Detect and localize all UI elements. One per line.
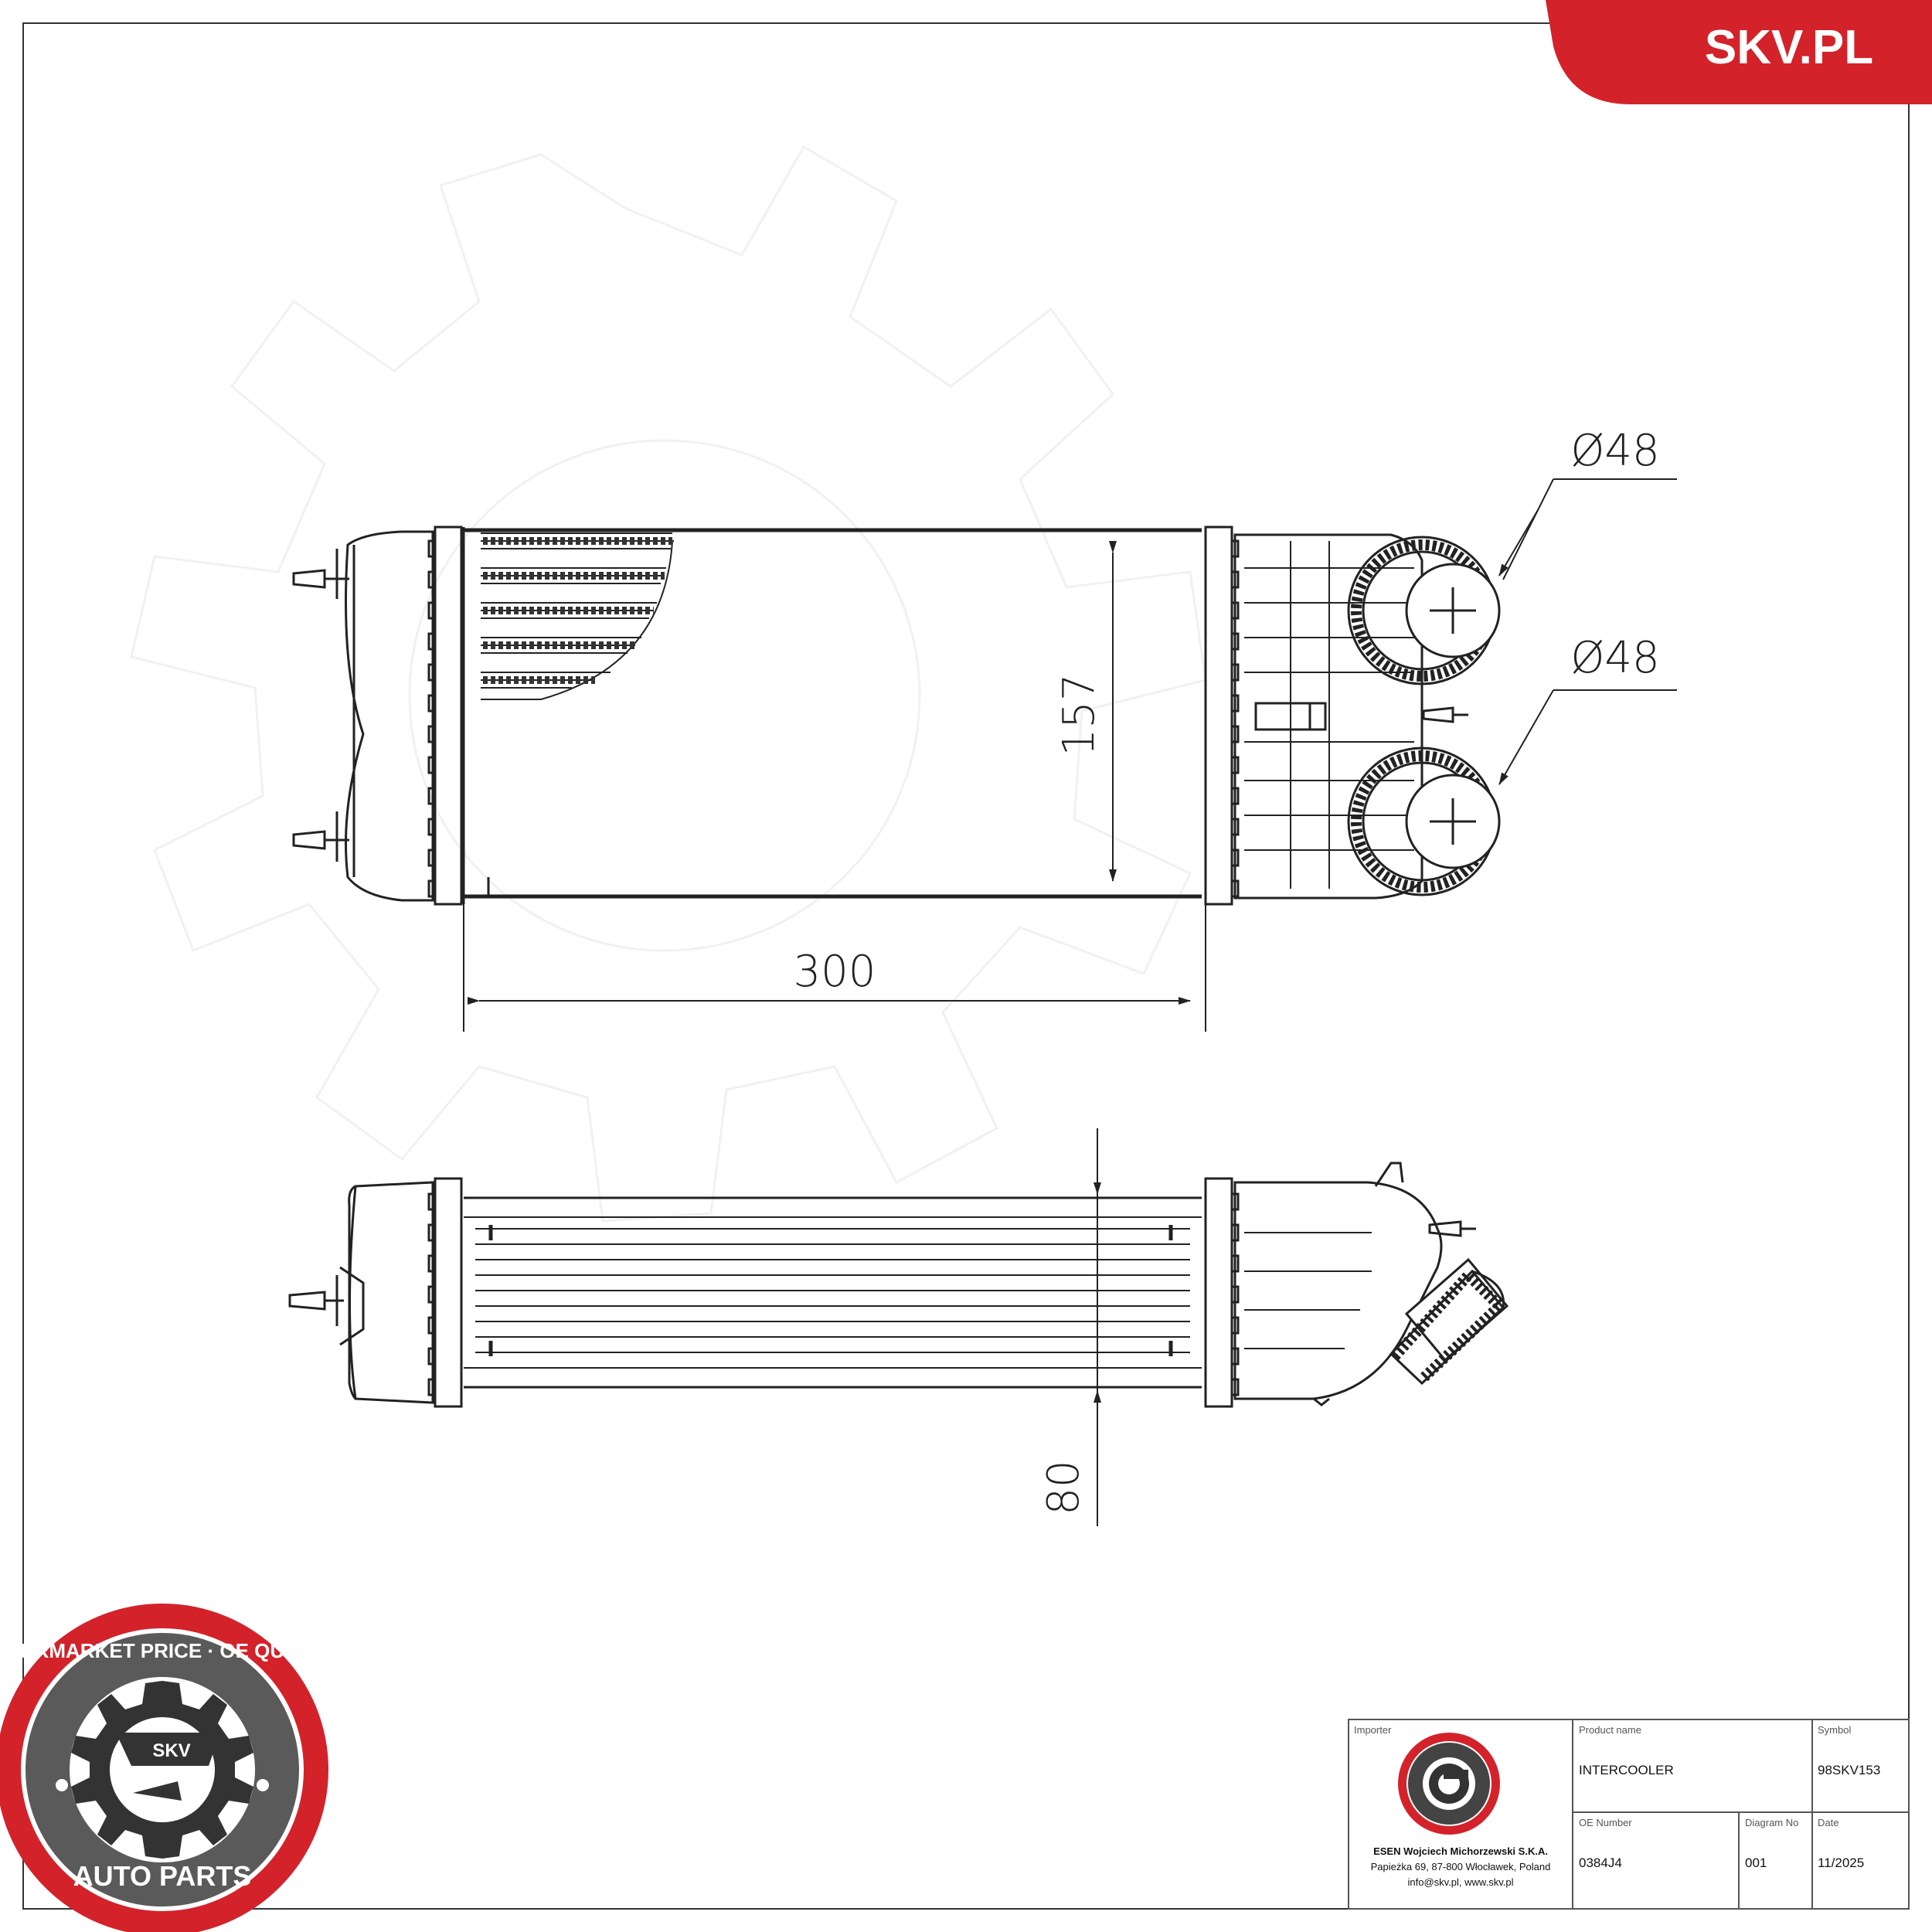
dimension-depth: 80	[1039, 1460, 1089, 1515]
front-view-dimensions	[463, 478, 1677, 1032]
importer-address: Papieżka 69, 87-800 Włocławek, Poland	[1371, 1861, 1551, 1872]
sheet-border	[22, 22, 1910, 1910]
seal-top-arc: AFTERMARKET PRICE · OE QUALITY	[0, 1639, 342, 1662]
front-view	[292, 526, 1501, 906]
importer-contact: info@skv.pl, www.skv.pl	[1408, 1876, 1514, 1888]
watermark-gear-icon	[130, 145, 1207, 1223]
angled-pipe-icon	[1389, 1257, 1509, 1386]
inlet-pipe-icon	[1347, 536, 1501, 685]
seal-bottom-arc: AUTO PARTS	[73, 1860, 252, 1892]
oe-number-value: 0384J4	[1579, 1855, 1622, 1870]
dimension-outlet-diameter: Ø48	[1570, 633, 1659, 683]
title-block	[1348, 1719, 1910, 1910]
symbol-value: 98SKV153	[1818, 1763, 1880, 1777]
quality-seal: SKV	[0, 1604, 328, 1932]
dimension-height: 157	[1054, 674, 1104, 757]
importer-name: ESEN Wojciech Michorzewski S.K.A.	[1373, 1845, 1548, 1857]
symbol-label: Symbol	[1818, 1724, 1851, 1736]
date-label: Date	[1818, 1817, 1838, 1828]
dimension-length: 300	[794, 947, 876, 997]
brand-corner: SKV.PL	[1546, 0, 1932, 104]
title-block-seal-icon	[1398, 1733, 1500, 1835]
product-name: INTERCOOLER	[1579, 1763, 1674, 1777]
diagram-no-value: 001	[1745, 1855, 1767, 1870]
outlet-pipe-icon	[1347, 747, 1501, 896]
diagram-no-label: Diagram No	[1745, 1817, 1798, 1828]
product-name-label: Product name	[1579, 1724, 1641, 1736]
dimension-inlet-diameter: Ø48	[1570, 426, 1659, 476]
importer-label: Importer	[1354, 1724, 1392, 1736]
date-value: 11/2025	[1818, 1855, 1864, 1870]
oe-number-label: OE Number	[1579, 1817, 1632, 1828]
seal-center: SKV	[152, 1740, 190, 1761]
top-view	[288, 1162, 1509, 1408]
site-logo: SKV.PL	[1705, 21, 1873, 74]
